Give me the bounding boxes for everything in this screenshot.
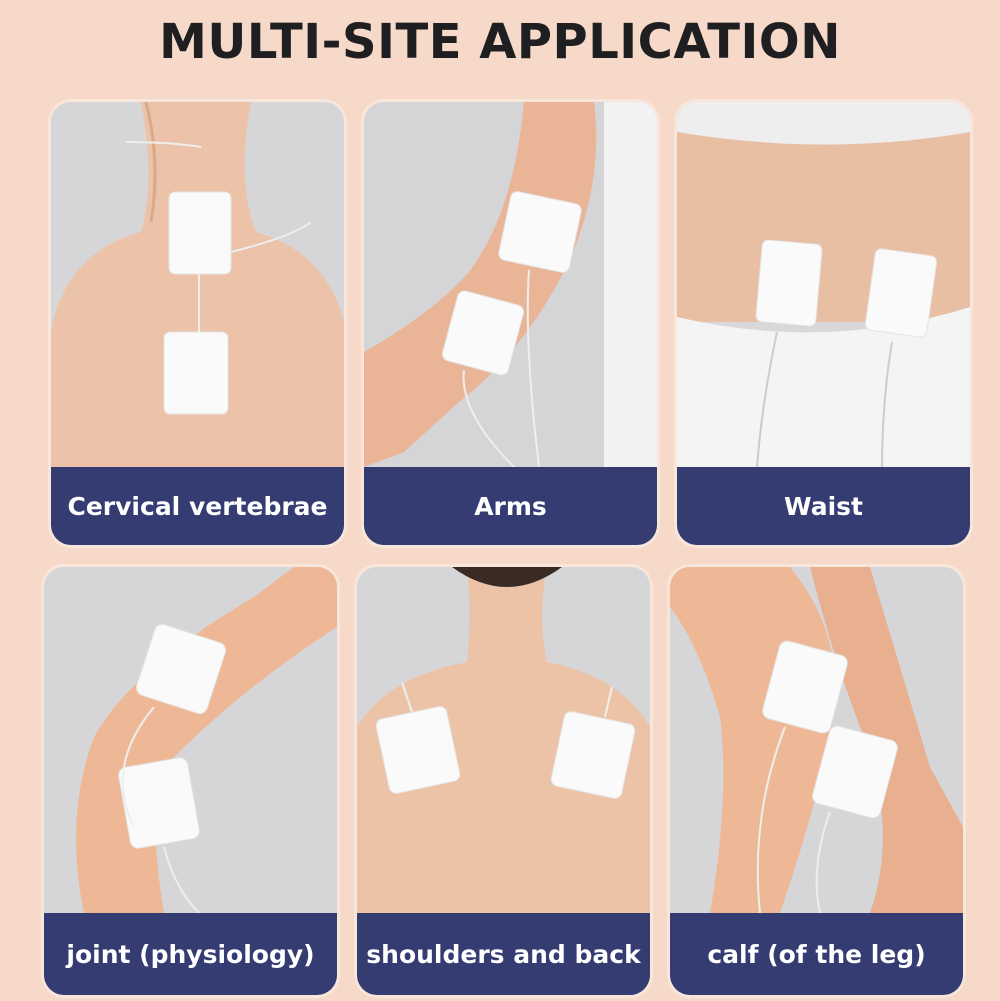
card-label: Cervical vertebrae <box>51 467 344 545</box>
calf-photo <box>670 567 963 913</box>
card-label: joint (physiology) <box>44 913 337 995</box>
cervical-photo <box>51 102 344 467</box>
card-waist: Waist <box>677 102 970 545</box>
waist-photo <box>677 102 970 467</box>
card-joint: joint (physiology) <box>44 567 337 995</box>
shoulders-photo <box>357 567 650 913</box>
card-label: shoulders and back <box>357 913 650 995</box>
page-title: MULTI-SITE APPLICATION <box>159 14 841 70</box>
card-shoulders-back: shoulders and back <box>357 567 650 995</box>
card-label: calf (of the leg) <box>670 913 963 995</box>
card-label: Arms <box>364 467 657 545</box>
joint-photo <box>44 567 337 913</box>
card-calf: calf (of the leg) <box>670 567 963 995</box>
card-cervical-vertebrae: Cervical vertebrae <box>51 102 344 545</box>
arms-photo <box>364 102 657 467</box>
card-label: Waist <box>677 467 970 545</box>
card-arms: Arms <box>364 102 657 545</box>
